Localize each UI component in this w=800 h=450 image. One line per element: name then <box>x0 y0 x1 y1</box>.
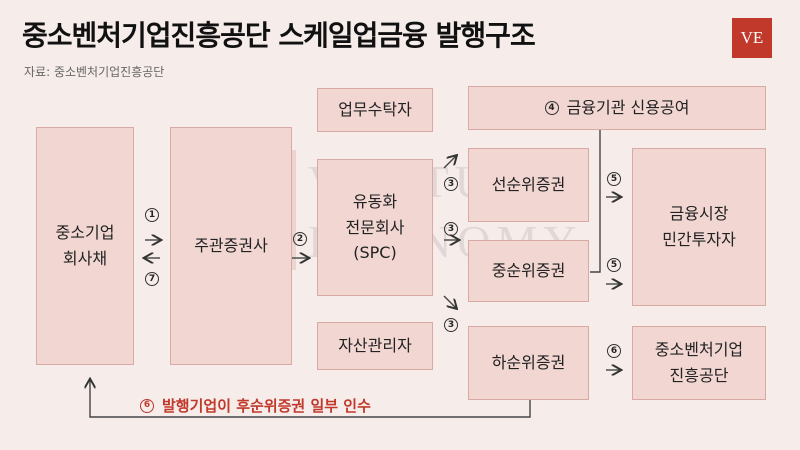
credit-line <box>590 130 601 273</box>
private-investors-box: 금융시장 민간투자자 <box>632 148 766 306</box>
step-5-mezz-badge: 5 <box>607 258 621 272</box>
asset-manager-box: 자산관리자 <box>317 322 433 370</box>
junior-tranche-box: 하순위증권 <box>468 326 589 400</box>
sme-bond-box: 중소기업 회사채 <box>36 127 134 365</box>
step-4-badge: 4 <box>544 101 559 115</box>
step-6-badge: 6 <box>607 344 621 358</box>
business-trustee-box: 업무수탁자 <box>317 88 433 132</box>
credit-enhancement-box: 4 금융기관 신용공여 <box>468 86 766 130</box>
spc-box: 유동화 전문회사 (SPC) <box>317 159 433 296</box>
step-5-senior-badge: 5 <box>607 172 621 186</box>
feedback-line <box>90 380 531 418</box>
kosmes-box: 중소벤처기업 진흥공단 <box>632 326 766 400</box>
footnote-text: 발행기업이 후순위증권 일부 인수 <box>162 397 371 415</box>
footnote: 6 발행기업이 후순위증권 일부 인수 <box>140 395 371 416</box>
source-note: 자료: 중소벤처기업진흥공단 <box>24 65 165 79</box>
arrow-3-senior <box>443 156 456 169</box>
senior-tranche-box: 선순위증권 <box>468 148 589 222</box>
credit-enhancement-label: 금융기관 신용공여 <box>566 98 690 118</box>
step-7-badge: 7 <box>145 272 159 286</box>
mezzanine-tranche-box: 중순위증권 <box>468 240 589 302</box>
page-title: 중소벤처기업진흥공단 스케일업금융 발행구조 <box>22 19 536 52</box>
step-2-badge: 2 <box>293 232 307 246</box>
step-1-badge: 1 <box>145 208 159 222</box>
step-6-note-badge: 6 <box>140 398 154 413</box>
step-3-senior-badge: 3 <box>444 177 458 191</box>
step-3-junior-badge: 3 <box>444 318 458 332</box>
arrow-3-junior <box>443 295 456 308</box>
venture-economy-logo: VE <box>732 18 772 58</box>
underwriter-box: 주관증권사 <box>170 127 292 365</box>
step-3-mezz-badge: 3 <box>444 222 458 236</box>
